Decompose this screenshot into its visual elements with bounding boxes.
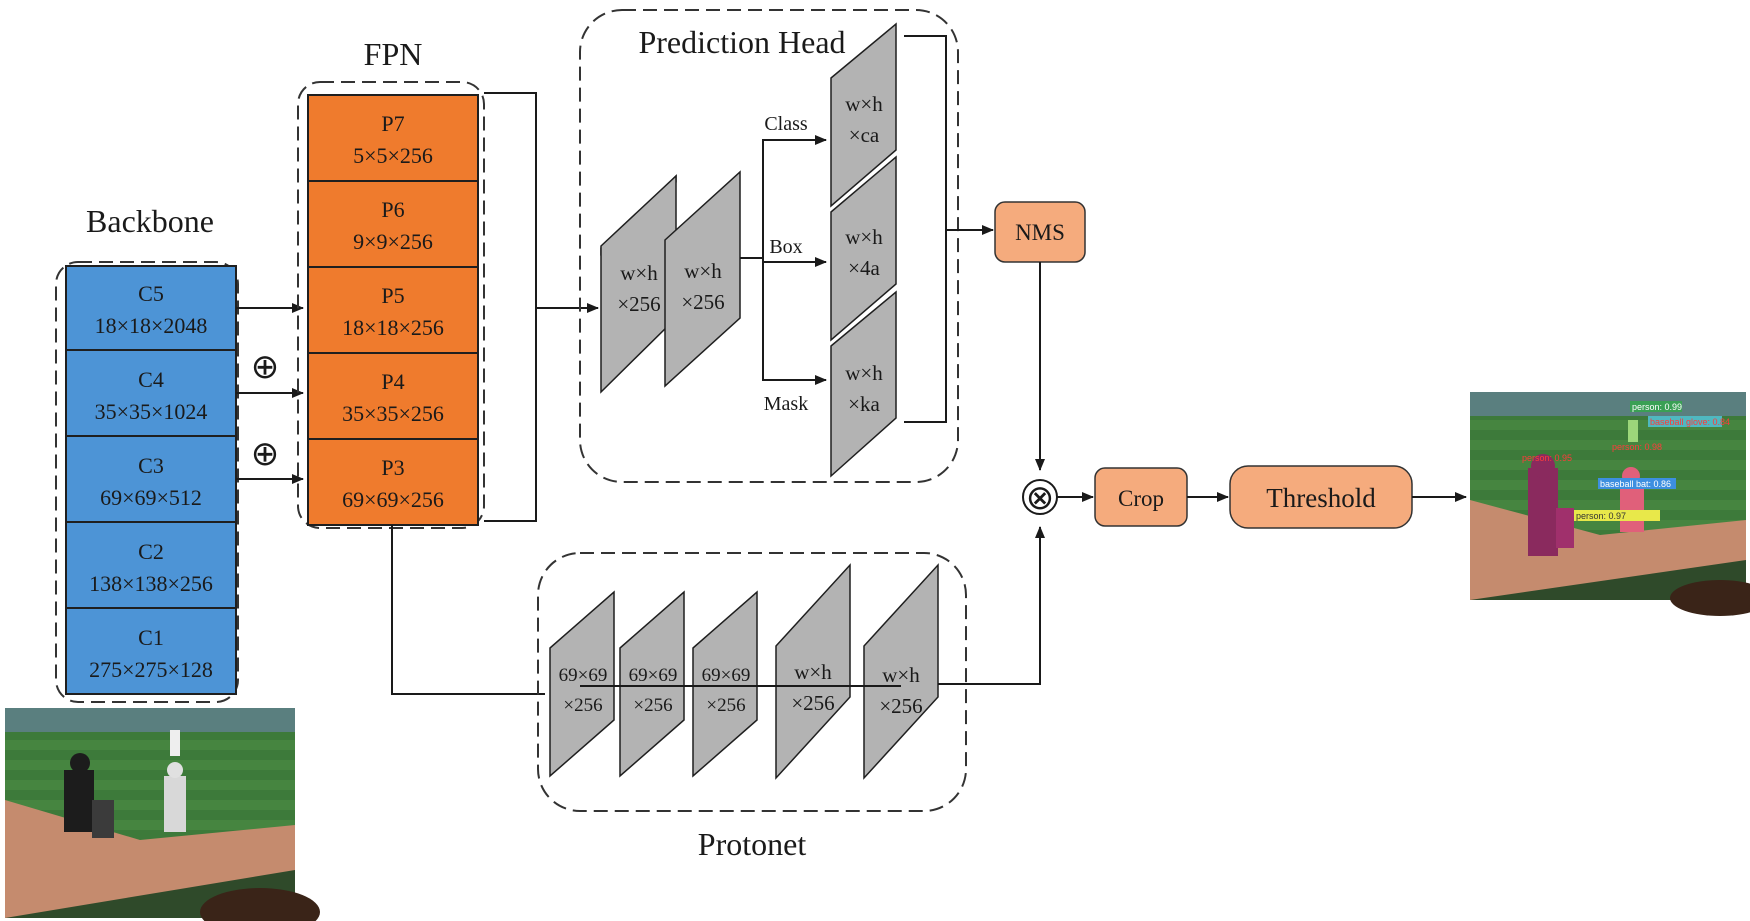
sum-icon: ⊕ xyxy=(251,349,280,386)
svg-text:w×h: w×h xyxy=(845,361,883,385)
branch-box-label: Box xyxy=(769,236,802,258)
backbone-c1-label: C1 xyxy=(138,625,164,650)
fpn-block-p6 xyxy=(307,180,479,268)
backbone-stack: C5 18×18×2048 C4 35×35×1024 C3 69×69×512… xyxy=(65,265,237,695)
output-label-4: person: 0.98 xyxy=(1612,442,1662,452)
output-label-6: person: 0.97 xyxy=(1576,511,1626,521)
fpn-p3-size: 69×69×256 xyxy=(342,487,444,512)
svg-text:69×69: 69×69 xyxy=(629,665,678,686)
fpn-p3-label: P3 xyxy=(381,455,404,480)
backbone-c3-size: 69×69×512 xyxy=(100,485,202,510)
backbone-title: Backbone xyxy=(86,203,214,239)
svg-text:w×h: w×h xyxy=(684,259,722,283)
svg-text:w×h: w×h xyxy=(794,660,832,684)
protonet-layer-2: 69×69 ×256 xyxy=(619,590,685,778)
protonet-layer-1: 69×69 ×256 xyxy=(549,590,615,778)
multiply-icon: ⊗ xyxy=(1026,480,1055,517)
fpn-stack: P7 5×5×256 P6 9×9×256 P5 18×18×256 P4 35… xyxy=(307,94,479,526)
output-label-1: person: 0.99 xyxy=(1632,402,1682,412)
protonet-layer-4: w×h ×256 xyxy=(775,563,851,780)
sum-icon: ⊕ xyxy=(251,436,280,473)
backbone-block-c1 xyxy=(65,607,237,695)
backbone-block-c4 xyxy=(65,349,237,437)
svg-text:×256: ×256 xyxy=(681,290,724,314)
svg-text:w×h: w×h xyxy=(845,225,883,249)
svg-text:×256: ×256 xyxy=(879,694,922,718)
protonet-title: Protonet xyxy=(698,826,807,862)
protonet-outline xyxy=(537,552,967,812)
svg-text:×256: ×256 xyxy=(706,695,745,716)
prediction-head-outline xyxy=(579,9,959,483)
output-image: person: 0.99 baseball glove: 0.84 person… xyxy=(1470,392,1750,616)
backbone-c3-label: C3 xyxy=(138,453,164,478)
backbone-c1-size: 275×275×128 xyxy=(89,657,213,682)
svg-text:×256: ×256 xyxy=(633,695,672,716)
head-output-mask: w×h ×ka xyxy=(830,290,897,478)
backbone-group-outline xyxy=(55,261,239,703)
fpn-to-head-bracket xyxy=(484,92,537,522)
svg-text:×ca: ×ca xyxy=(849,123,880,147)
backbone-c4-label: C4 xyxy=(138,367,164,392)
backbone-c4-size: 35×35×1024 xyxy=(95,399,208,424)
svg-text:69×69: 69×69 xyxy=(559,665,608,686)
backbone-block-c2 xyxy=(65,521,237,609)
head-shared-layer-1: w×h ×256 xyxy=(600,174,677,394)
crop-label: Crop xyxy=(1118,486,1164,511)
svg-text:×256: ×256 xyxy=(563,695,602,716)
fpn-p7-size: 5×5×256 xyxy=(353,143,433,168)
p3-to-protonet-line xyxy=(391,525,545,695)
branch-mask-label: Mask xyxy=(764,393,808,415)
fpn-p4-label: P4 xyxy=(381,369,404,394)
branch-class-line xyxy=(762,135,827,380)
svg-text:×ka: ×ka xyxy=(848,392,880,416)
svg-text:×256: ×256 xyxy=(617,292,660,316)
fpn-p4-size: 35×35×256 xyxy=(342,401,444,426)
branch-class-label: Class xyxy=(764,113,808,135)
input-image xyxy=(5,708,320,921)
head-shared-layer-2: w×h ×256 xyxy=(664,170,741,388)
fpn-p6-size: 9×9×256 xyxy=(353,229,433,254)
fpn-p5-size: 18×18×256 xyxy=(342,315,444,340)
fpn-title: FPN xyxy=(364,36,423,72)
prediction-head-title: Prediction Head xyxy=(638,24,845,60)
fpn-block-p7 xyxy=(307,94,479,182)
arrow-protonet-to-multiply xyxy=(938,526,1045,685)
threshold-label: Threshold xyxy=(1266,483,1376,513)
fpn-p5-label: P5 xyxy=(381,283,404,308)
svg-text:w×h: w×h xyxy=(882,663,920,687)
backbone-c2-label: C2 xyxy=(138,539,164,564)
output-label-2: baseball glove: 0.84 xyxy=(1650,417,1730,427)
protonet-layer-3: 69×69 ×256 xyxy=(692,590,758,778)
svg-text:w×h: w×h xyxy=(620,261,658,285)
backbone-c5-size: 18×18×2048 xyxy=(95,313,208,338)
head-output-box: w×h ×4a xyxy=(830,155,897,342)
output-label-5: baseball bat: 0.86 xyxy=(1600,479,1671,489)
fpn-block-p5 xyxy=(307,266,479,354)
protonet-layer-5: w×h ×256 xyxy=(863,563,939,780)
fpn-p6-label: P6 xyxy=(381,197,404,222)
svg-text:×4a: ×4a xyxy=(848,256,880,280)
backbone-c2-size: 138×138×256 xyxy=(89,571,213,596)
backbone-c5-label: C5 xyxy=(138,281,164,306)
fpn-block-p3 xyxy=(307,438,479,526)
fpn-p7-label: P7 xyxy=(381,111,404,136)
branch-mask-line xyxy=(762,258,827,385)
output-label-3: person: 0.95 xyxy=(1522,453,1572,463)
head-to-nms-bracket xyxy=(904,35,947,423)
svg-text:69×69: 69×69 xyxy=(702,665,751,686)
fpn-block-p4 xyxy=(307,352,479,440)
svg-text:×256: ×256 xyxy=(791,691,834,715)
head-output-class: w×h ×ca xyxy=(830,22,897,208)
nms-label: NMS xyxy=(1015,220,1065,245)
svg-text:w×h: w×h xyxy=(845,92,883,116)
